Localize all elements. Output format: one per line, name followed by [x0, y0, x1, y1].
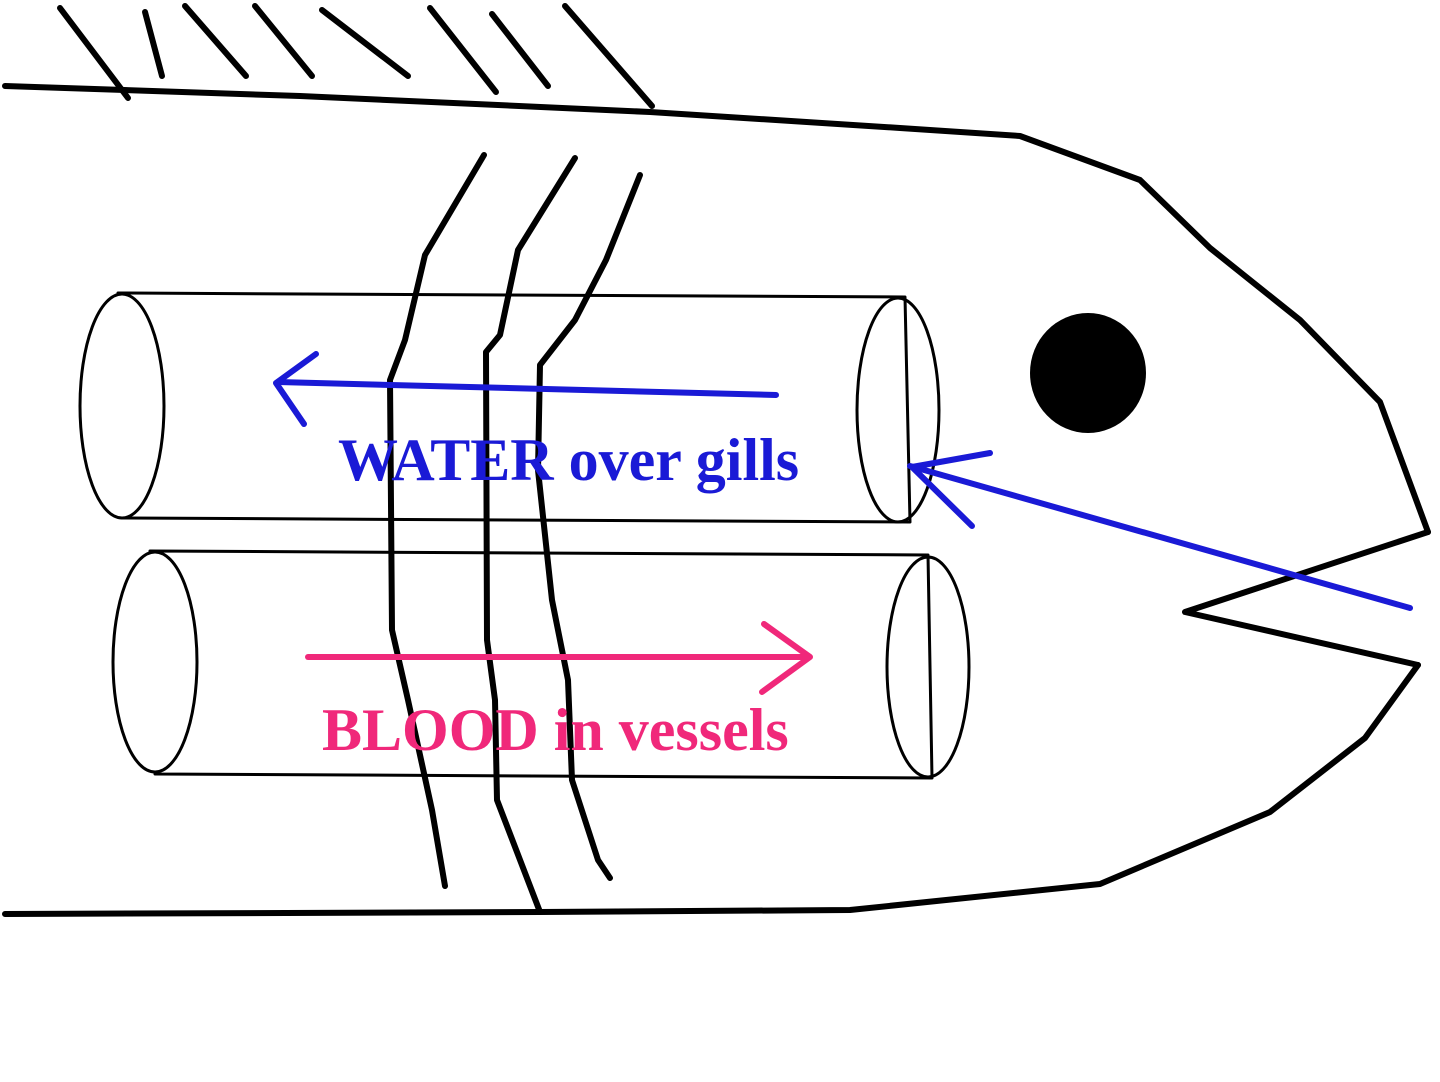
fin-ray: [182, 3, 249, 79]
arrow-inflow-icon: [907, 450, 1413, 611]
fin-ray: [489, 11, 551, 89]
water-tube-right-end: [855, 296, 941, 524]
water-tube: [78, 291, 941, 524]
water-label: WATER over gills: [338, 427, 799, 493]
inflow-arrow-head: [909, 450, 993, 529]
blood-tube: [111, 549, 971, 780]
blood-tube-left-end: [111, 550, 199, 774]
arrow-left-icon: [273, 351, 779, 427]
inflow-arrow-shaft: [907, 463, 1413, 611]
arrow-right-icon: [305, 621, 813, 695]
fin-ray: [427, 5, 499, 95]
blood-tube-right-end: [885, 555, 971, 779]
water-tube-left-end: [78, 292, 166, 520]
blood-label: BLOOD in vessels: [322, 697, 789, 763]
blood-arrow-head: [759, 621, 813, 695]
fin-ray: [142, 9, 165, 79]
dorsal-fin: [57, 3, 655, 109]
fish-upper-jaw: [1182, 529, 1431, 668]
water-arrow-head: [273, 351, 319, 427]
gill-arch: [535, 172, 643, 881]
gill-arch: [483, 155, 578, 915]
fin-ray: [57, 5, 131, 101]
fin-ray: [252, 3, 315, 79]
fin-ray: [319, 7, 411, 79]
water-arrow-shaft: [275, 379, 779, 398]
gill-arches: [387, 152, 643, 915]
fin-ray: [562, 3, 655, 109]
fish-outline: [2, 3, 1431, 917]
gill-arch: [387, 152, 487, 889]
fish-top-edge: [2, 83, 1431, 535]
eye-icon: [1030, 313, 1146, 433]
